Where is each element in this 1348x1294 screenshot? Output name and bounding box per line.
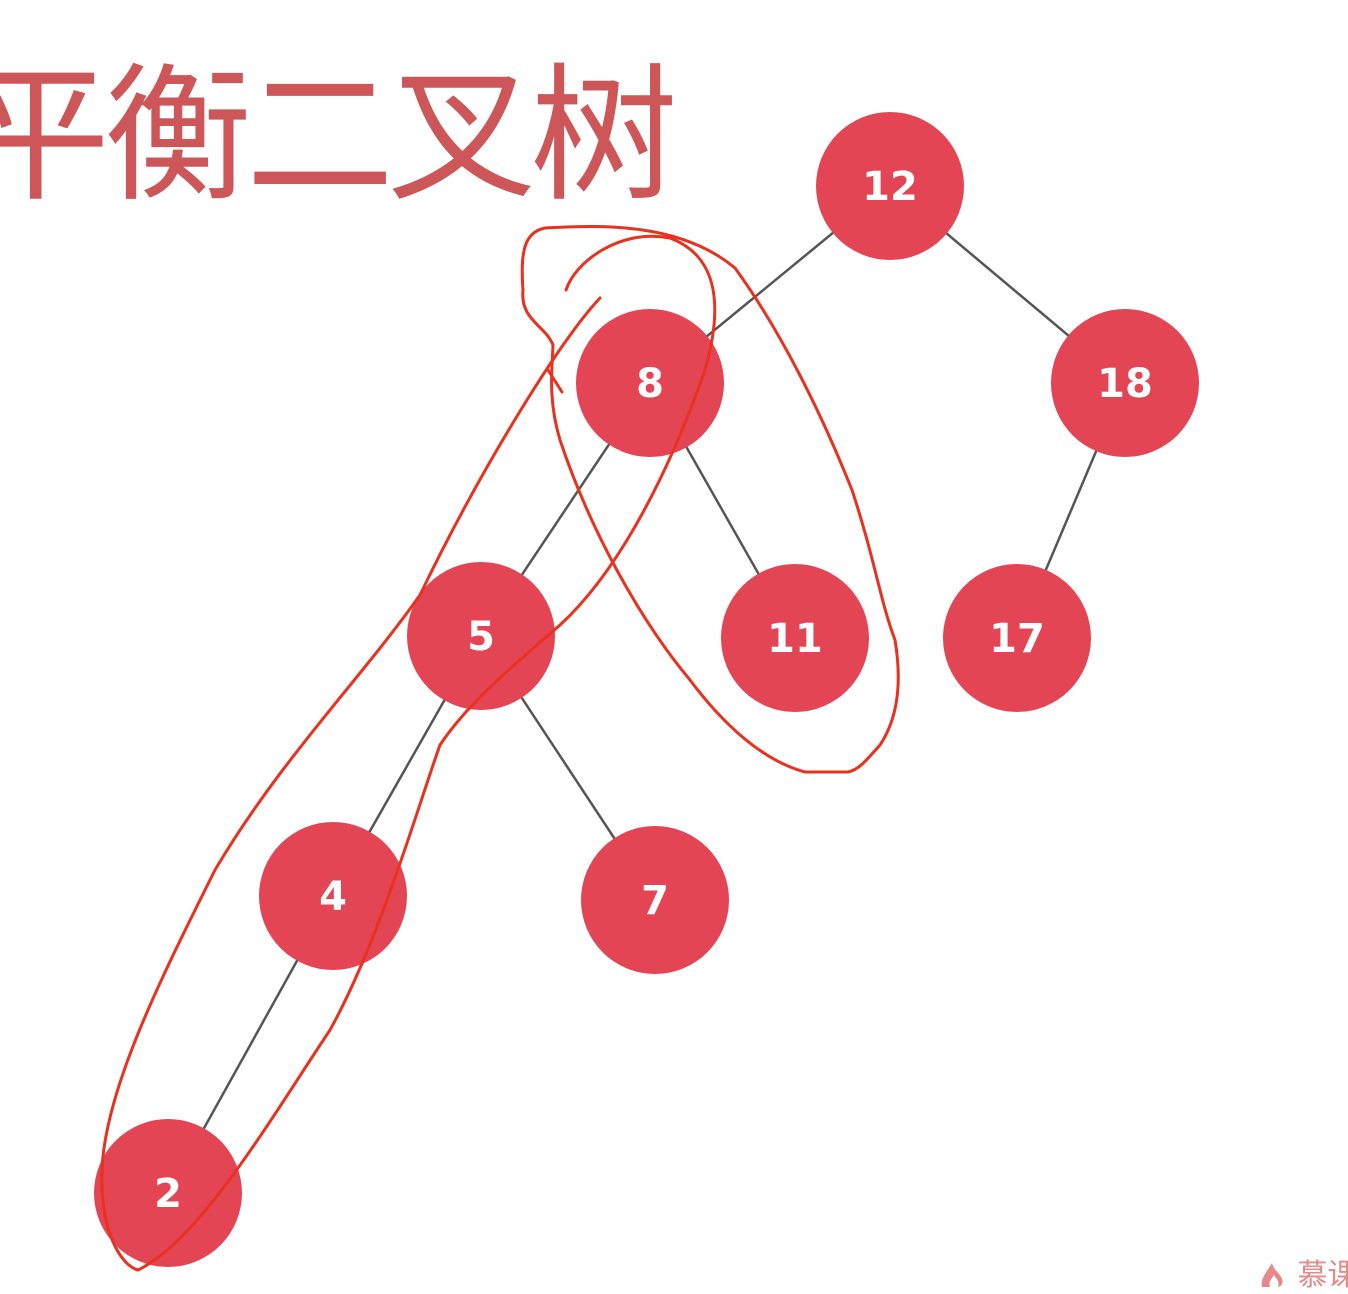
tree-node-2: 2 [94, 1119, 242, 1267]
tree-node-11: 11 [721, 564, 869, 712]
tree-node-label: 11 [767, 616, 823, 662]
tree-node-label: 8 [636, 361, 664, 407]
tree-node-label: 12 [862, 164, 918, 210]
tree-node-circle [259, 822, 407, 970]
tree-node-4: 4 [259, 822, 407, 970]
watermark-text: 慕课 [1297, 1258, 1348, 1293]
tree-node-label: 17 [989, 616, 1045, 662]
right-subtree-height-loop [520, 225, 900, 774]
tree-node-17: 17 [943, 564, 1091, 712]
tree-node-12: 12 [816, 112, 964, 260]
watermark-logo: 慕课 [1258, 1250, 1348, 1294]
left-subtree-height-loop [100, 234, 717, 1272]
tree-node-circle [721, 564, 869, 712]
tree-node-circle [94, 1119, 242, 1267]
tree-node-label: 2 [154, 1171, 182, 1217]
tree-node-label: 4 [319, 874, 347, 920]
tree-node-circle [581, 826, 729, 974]
left-subtree-height-loop-stroke [546, 368, 564, 394]
tree-node-circle [816, 112, 964, 260]
tree-node-label: 5 [467, 614, 495, 660]
page-title: 平衡二叉树 [0, 50, 678, 222]
hand-drawn-annotations [100, 225, 900, 1272]
tree-node-7: 7 [581, 826, 729, 974]
tree-node-18: 18 [1051, 309, 1199, 457]
tree-node-circle [407, 562, 555, 710]
tree-node-circle [943, 564, 1091, 712]
tree-node-5: 5 [407, 562, 555, 710]
tree-node-label: 7 [641, 878, 669, 924]
tree-node-label: 18 [1097, 361, 1153, 407]
tree-node-circle [1051, 309, 1199, 457]
tree-nodes: 12 8 18 5 11 17 4 7 2 [94, 112, 1199, 1267]
flame-logo-icon [1261, 1263, 1283, 1287]
